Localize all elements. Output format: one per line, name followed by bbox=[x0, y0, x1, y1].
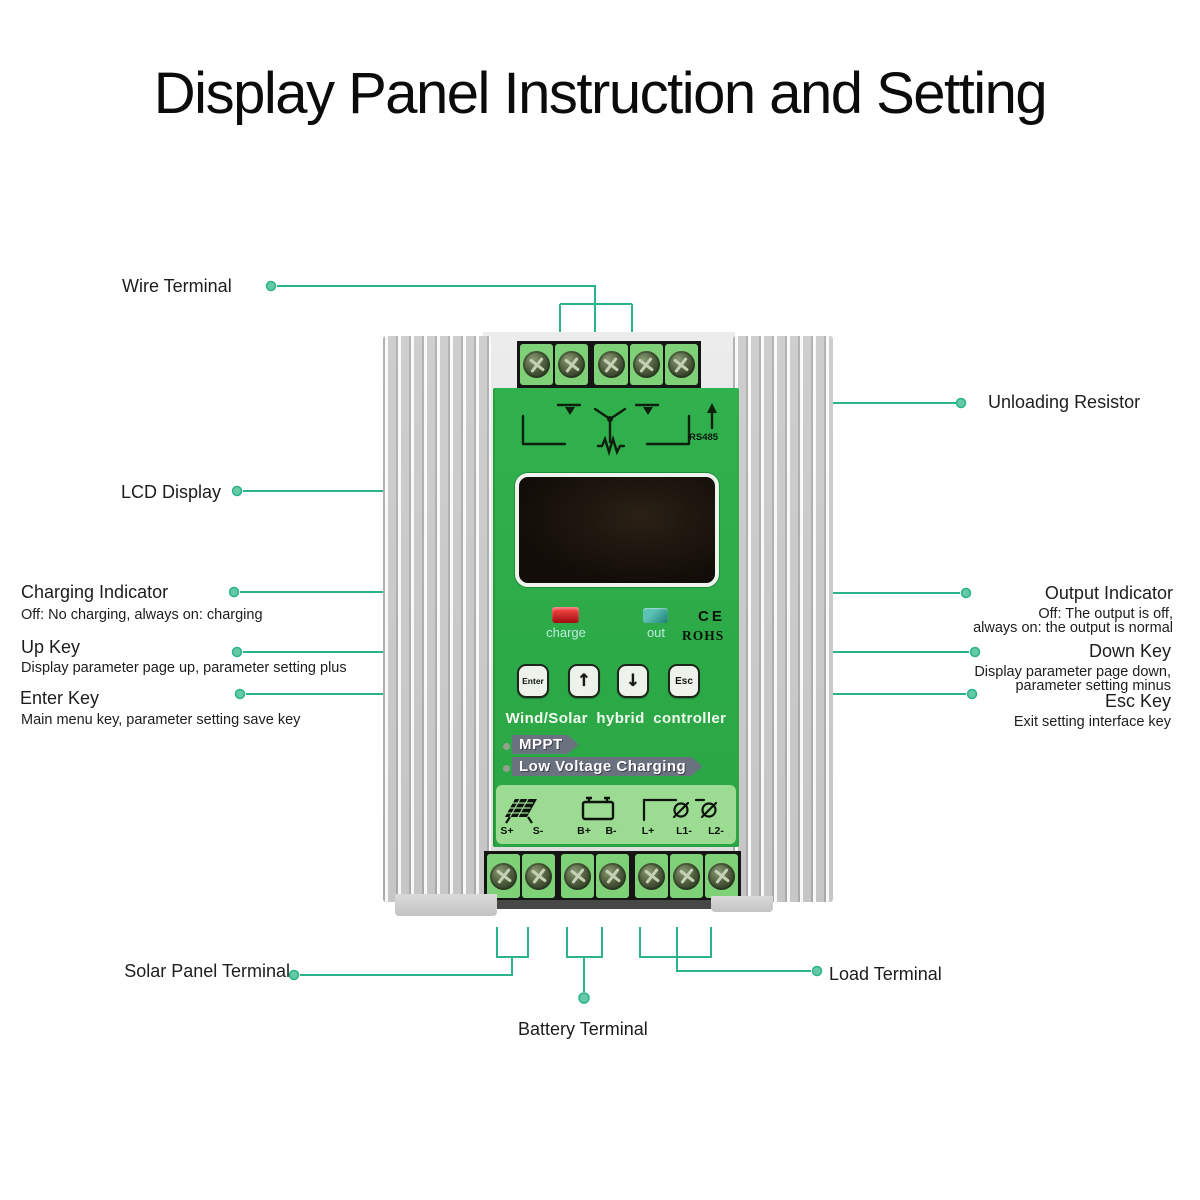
load-terminal-screw bbox=[670, 854, 703, 898]
bottom-terminal-block bbox=[484, 851, 741, 901]
front-panel: RS485 charge out CE ROHS Enter ↑ ↓ Esc W… bbox=[493, 388, 739, 847]
screw-icon bbox=[597, 351, 625, 378]
screw-icon bbox=[632, 351, 660, 378]
terminal-label-b-minus: B- bbox=[605, 825, 617, 837]
charging-led-label: charge bbox=[546, 625, 586, 640]
label-wire-terminal: Wire Terminal bbox=[122, 276, 232, 296]
top-terminal-block bbox=[517, 341, 701, 388]
product-name: Wind/Solar hybrid controller bbox=[505, 710, 727, 727]
charging-led bbox=[552, 607, 579, 623]
label-enter-key: Enter Key bbox=[20, 688, 100, 708]
wire-terminal-screw bbox=[594, 344, 628, 385]
wind-turbine-circuit-icon bbox=[521, 403, 717, 457]
heatsink-fins-right bbox=[733, 336, 833, 902]
screw-icon bbox=[525, 862, 552, 890]
wire-terminal-screw bbox=[629, 344, 663, 385]
desc-output-indicator-2: always on: the output is normal bbox=[973, 620, 1173, 636]
label-up-key: Up Key bbox=[21, 637, 81, 657]
label-solar-panel-terminal: Solar Panel Terminal bbox=[124, 961, 290, 981]
load-terminal-screw bbox=[635, 854, 668, 898]
terminal-label-l-plus: L+ bbox=[641, 825, 655, 837]
load-terminal-screw bbox=[705, 854, 738, 898]
screw-icon bbox=[667, 351, 695, 378]
label-unloading-resistor: Unloading Resistor bbox=[988, 392, 1141, 412]
terminal-label-s-minus: S- bbox=[532, 825, 544, 837]
desc-enter-key: Main menu key, parameter setting save ke… bbox=[21, 712, 301, 728]
lcd-screen bbox=[515, 473, 719, 587]
screw-icon bbox=[673, 862, 700, 890]
battery-terminal-screw bbox=[596, 854, 629, 898]
solar-panel-icon bbox=[505, 798, 537, 824]
desc-down-key-2: parameter setting minus bbox=[1015, 678, 1171, 694]
label-lcd-display: LCD Display bbox=[121, 482, 222, 502]
solar-terminal-screw bbox=[487, 854, 520, 898]
low-voltage-charging-badge: Low Voltage Charging bbox=[512, 757, 702, 776]
screw-icon bbox=[708, 862, 735, 890]
down-button: ↓ bbox=[617, 664, 649, 698]
screw-icon bbox=[564, 862, 591, 890]
enter-button: Enter bbox=[517, 664, 549, 698]
output-led bbox=[643, 608, 668, 623]
esc-button: Esc bbox=[668, 664, 700, 698]
page-title: Display Panel Instruction and Setting bbox=[153, 61, 1048, 126]
label-battery-terminal: Battery Terminal bbox=[518, 1019, 648, 1039]
terminal-label-l2-minus: L2- bbox=[708, 825, 724, 837]
rs485-label: RS485 bbox=[689, 432, 719, 443]
solar-terminal-screw bbox=[522, 854, 555, 898]
desc-up-key: Display parameter page up, parameter set… bbox=[21, 660, 347, 676]
din-rail-strip bbox=[490, 900, 736, 909]
wire-terminal-screw bbox=[520, 344, 554, 385]
terminal-label-b-plus: B+ bbox=[577, 825, 591, 837]
bullet-icon bbox=[503, 743, 510, 750]
output-led-label: out bbox=[646, 625, 666, 640]
mounting-tab bbox=[711, 896, 773, 912]
screw-icon bbox=[558, 351, 586, 378]
ce-mark: CE bbox=[698, 608, 725, 625]
battery-icon bbox=[581, 796, 615, 821]
mounting-tab bbox=[395, 894, 497, 916]
label-charging-indicator: Charging Indicator bbox=[21, 582, 169, 602]
controller-device: RS485 charge out CE ROHS Enter ↑ ↓ Esc W… bbox=[383, 332, 833, 916]
terminal-icon-strip: S+ S- B+ B- L+ L1- L2- bbox=[496, 785, 736, 844]
screw-icon bbox=[638, 862, 665, 890]
rohs-mark: ROHS bbox=[682, 628, 725, 643]
desc-charging-indicator: Off: No charging, always on: charging bbox=[21, 607, 263, 623]
label-load-terminal: Load Terminal bbox=[829, 964, 942, 984]
terminal-label-s-plus: S+ bbox=[500, 825, 514, 837]
bullet-icon bbox=[503, 765, 510, 772]
terminal-label-l1-minus: L1- bbox=[676, 825, 692, 837]
screw-icon bbox=[523, 351, 551, 378]
up-button: ↑ bbox=[568, 664, 600, 698]
label-down-key: Down Key bbox=[1088, 641, 1171, 661]
label-esc-key: Esc Key bbox=[1104, 691, 1171, 711]
battery-terminal-screw bbox=[561, 854, 594, 898]
desc-down-key-1: Display parameter page down, bbox=[974, 664, 1171, 680]
desc-output-indicator-1: Off: The output is off, bbox=[1038, 606, 1173, 622]
heatsink-fins-left bbox=[383, 336, 491, 902]
load-lamps-icon bbox=[642, 798, 718, 822]
screw-icon bbox=[599, 862, 626, 890]
label-output-indicator: Output Indicator bbox=[1044, 583, 1173, 603]
mppt-badge: MPPT bbox=[512, 735, 579, 754]
desc-esc-key: Exit setting interface key bbox=[1013, 714, 1171, 730]
screw-icon bbox=[490, 862, 517, 890]
wire-terminal-screw bbox=[664, 344, 699, 385]
wire-terminal-screw bbox=[555, 344, 589, 385]
